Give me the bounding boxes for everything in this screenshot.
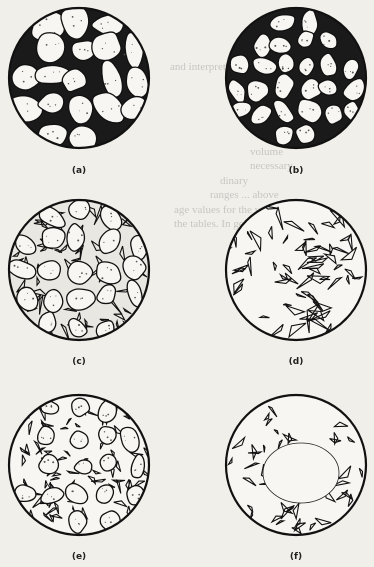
crystal [145, 411, 150, 414]
crystal [24, 518, 29, 529]
crystal [360, 412, 361, 421]
grain [99, 427, 116, 445]
grain [92, 32, 121, 60]
panel-d-circle [221, 195, 371, 345]
panel-e-caption: (e) [4, 552, 154, 562]
crystal [344, 409, 355, 413]
panel-b-circle [221, 3, 371, 153]
grain [275, 126, 293, 145]
grain [69, 200, 90, 220]
crystal [239, 525, 247, 534]
crystal [15, 400, 20, 403]
crystal [229, 511, 241, 514]
crystal [347, 401, 352, 411]
crystal [16, 528, 19, 533]
crystal [125, 526, 132, 532]
open-pore [263, 443, 339, 503]
panel-b-caption: (b) [221, 166, 371, 176]
crystal [128, 526, 137, 528]
panel-c-circle [4, 195, 154, 345]
crystal [137, 413, 144, 417]
crystal [113, 331, 115, 340]
grain [42, 228, 65, 249]
crystal [345, 214, 356, 220]
panel-c-caption: (c) [4, 357, 154, 367]
crystal [257, 530, 263, 533]
panel-d-caption: (d) [221, 357, 371, 367]
crystal [134, 326, 138, 340]
grain [100, 454, 116, 471]
panel-a-circle [4, 3, 154, 153]
crystal [122, 205, 141, 211]
grain [70, 431, 88, 449]
crystal [128, 333, 136, 343]
crystal [235, 319, 245, 342]
grain [325, 105, 343, 124]
crystal [139, 525, 145, 528]
grain [230, 55, 249, 74]
crystal [144, 413, 154, 419]
crystal [15, 417, 19, 424]
grain [37, 261, 60, 280]
crystal [335, 331, 344, 337]
grain [278, 54, 294, 73]
grain [44, 290, 63, 313]
panel-e-circle [4, 390, 154, 540]
crystal [223, 512, 233, 519]
grain [37, 33, 65, 63]
crystal [233, 323, 246, 329]
panel-f-circle [221, 390, 371, 540]
crystal [263, 445, 265, 452]
crystal [25, 327, 38, 342]
panel-a-caption: (a) [4, 166, 154, 176]
panel-f-caption: (f) [221, 552, 371, 562]
